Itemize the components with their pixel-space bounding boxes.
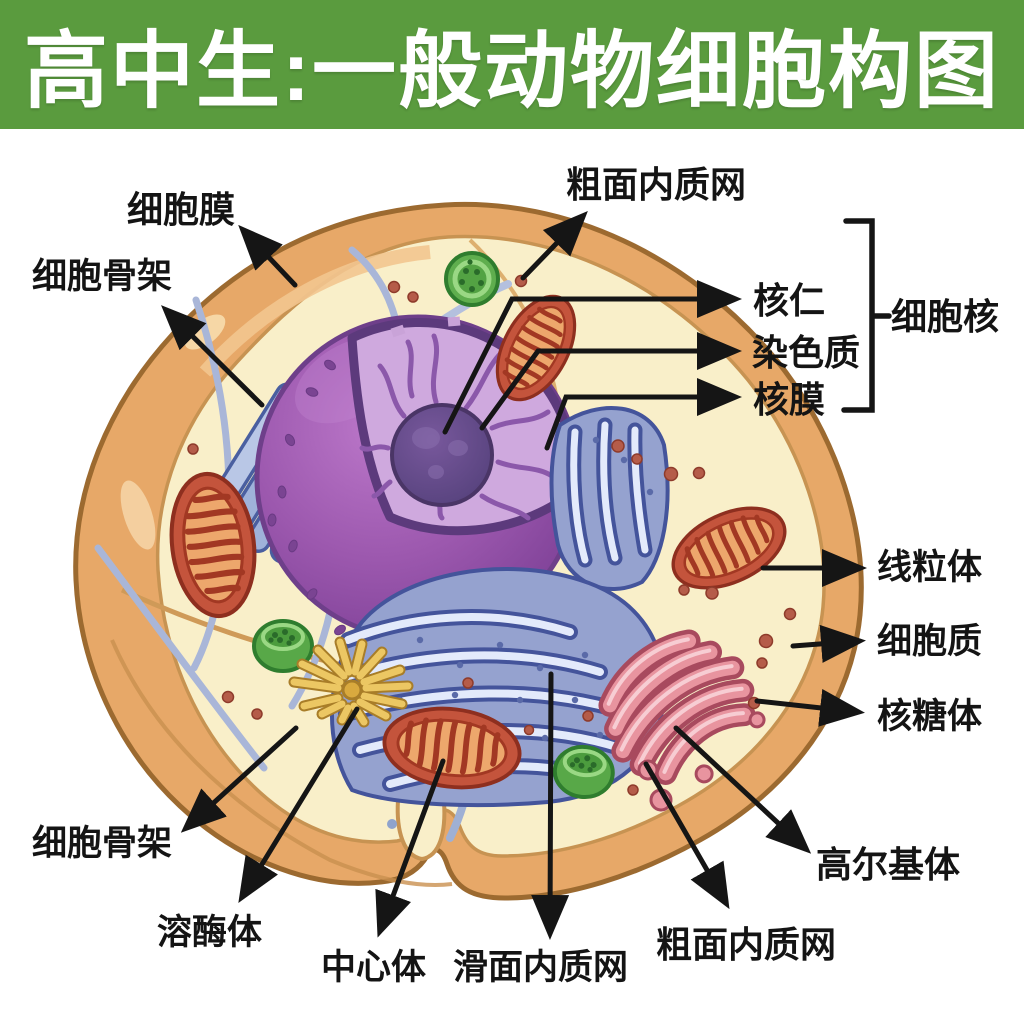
arrow-cytoskeleton-top bbox=[161, 305, 265, 408]
arrow-rough-er-top bbox=[520, 210, 588, 281]
cut-membrane-inner-band bbox=[199, 245, 431, 377]
label-nucleus: 细胞核 bbox=[891, 296, 1000, 337]
label-mitochondrion: 线粒体 bbox=[877, 548, 983, 587]
label-chromatin: 染色质 bbox=[752, 332, 861, 373]
label-cytoskeleton-top: 细胞骨架 bbox=[32, 257, 173, 296]
arrow-centrosome bbox=[375, 758, 446, 938]
page-title: 高中生:一般动物细胞构图 bbox=[24, 24, 1000, 118]
arrow-lysosome bbox=[238, 706, 360, 903]
label-rough-er-top: 粗面内质网 bbox=[566, 164, 747, 205]
label-centrosome: 中心体 bbox=[321, 948, 427, 987]
label-smooth-er: 滑面内质网 bbox=[453, 948, 629, 987]
arrow-chromatin bbox=[479, 332, 743, 431]
arrow-nucleolus bbox=[442, 280, 743, 435]
nucleolus-body bbox=[390, 403, 494, 507]
label-nucleolus: 核仁 bbox=[753, 280, 826, 321]
chromatin-strands bbox=[359, 333, 555, 521]
label-cell-membrane: 细胞膜 bbox=[127, 189, 236, 230]
ribosome-dots bbox=[187, 274, 797, 796]
arrow-cell-membrane bbox=[238, 224, 298, 288]
title-banner: 高中生:一般动物细胞构图 bbox=[0, 0, 1024, 129]
label-nuclear-membrane: 核膜 bbox=[753, 379, 826, 420]
label-golgi: 高尔基体 bbox=[816, 844, 961, 885]
label-ribosome: 核糖体 bbox=[877, 697, 983, 736]
label-lysosome: 溶酶体 bbox=[157, 913, 263, 952]
arrow-rough-er-bottom bbox=[643, 761, 730, 910]
label-cytoskeleton-bottom: 细胞骨架 bbox=[32, 824, 173, 863]
membrane-fold-line bbox=[110, 639, 453, 887]
arrow-cytoskeleton-bottom bbox=[180, 725, 299, 833]
arrow-ribosome bbox=[754, 688, 865, 727]
golgi-apparatus bbox=[598, 629, 766, 812]
nucleus-bracket bbox=[841, 218, 892, 413]
leader-lines bbox=[161, 210, 892, 940]
arrow-smooth-er bbox=[531, 671, 570, 940]
lysosome-top bbox=[444, 251, 500, 307]
arrow-golgi bbox=[673, 725, 812, 854]
arrow-cytoplasm bbox=[790, 624, 866, 663]
membrane-highlight-2 bbox=[120, 480, 156, 550]
vesicle-dot bbox=[387, 819, 397, 829]
arrow-nuclear-membrane bbox=[544, 378, 743, 451]
label-rough-er-bottom: 粗面内质网 bbox=[656, 924, 837, 965]
membrane-pit bbox=[395, 799, 447, 862]
label-cytoplasm: 细胞质 bbox=[877, 622, 983, 661]
